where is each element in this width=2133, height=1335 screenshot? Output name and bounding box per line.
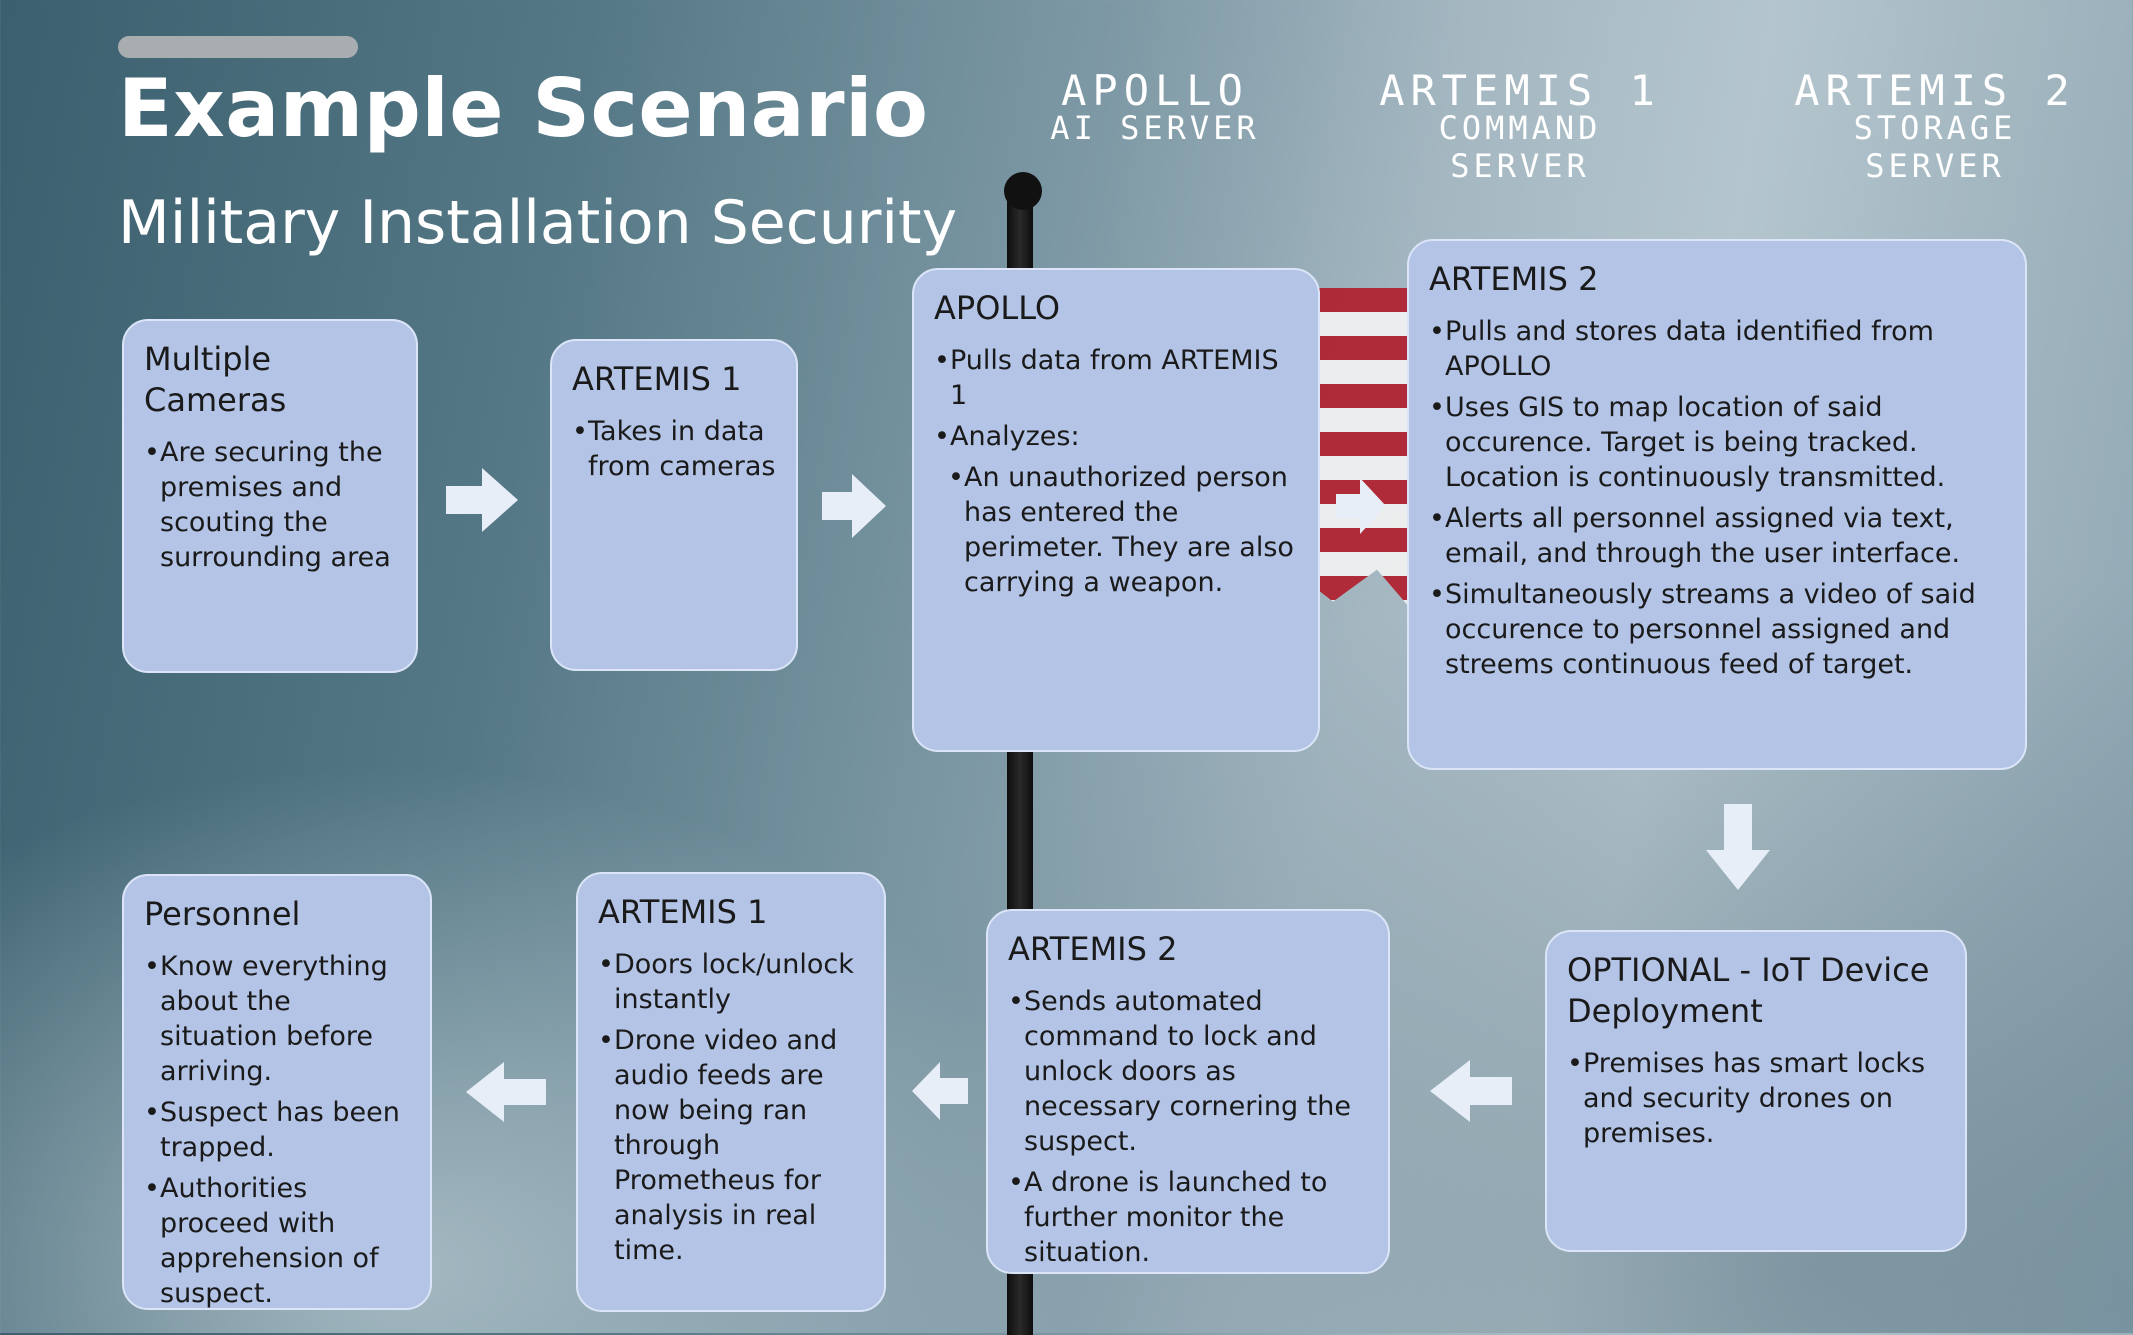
bullet-item: Uses GIS to map location of said occuren… — [1429, 390, 2007, 495]
slide-scrollbar[interactable] — [118, 36, 358, 58]
bullet-item: Sends automated command to lock and unlo… — [1008, 984, 1370, 1159]
node-multiple-cameras: Multiple Cameras Are securing the premis… — [122, 319, 418, 673]
bullet-item: Pulls data from ARTEMIS 1 — [934, 343, 1300, 413]
node-bullets: Pulls data from ARTEMIS 1 Analyzes: — [934, 343, 1300, 454]
node-artemis1-ingest: ARTEMIS 1 Takes in data from cameras — [550, 339, 798, 671]
bullet-item: Simultaneously streams a video of said o… — [1429, 577, 2007, 682]
node-title: Personnel — [144, 895, 301, 933]
arrow-right-icon — [1336, 478, 1386, 534]
bullet-item: Are securing the premises and scouting t… — [144, 435, 398, 575]
server-logo-apollo: APOLLO AI SERVER — [1040, 66, 1270, 147]
server-role: AI SERVER — [1050, 109, 1260, 147]
node-title: Multiple Cameras — [144, 340, 287, 419]
flagpole-finial — [1004, 172, 1042, 210]
bullet-item: Know everything about the situation befo… — [144, 949, 412, 1089]
arrow-left-icon — [466, 1062, 546, 1122]
arrow-right-icon — [822, 474, 886, 538]
server-name: ARTEMIS 1 — [1379, 66, 1661, 115]
node-title: APOLLO — [934, 289, 1061, 327]
node-title: OPTIONAL - IoT Device Deployment — [1567, 951, 1930, 1030]
bullet-item: A drone is launched to further monitor t… — [1008, 1165, 1370, 1270]
page-title: Example Scenario — [118, 62, 929, 155]
node-artemis2-lockdown: ARTEMIS 2 Sends automated command to loc… — [986, 909, 1390, 1274]
server-logo-artemis1: ARTEMIS 1 COMMAND SERVER — [1360, 66, 1680, 185]
node-bullets: Premises has smart locks and security dr… — [1567, 1046, 1947, 1151]
node-title: ARTEMIS 2 — [1429, 260, 1599, 298]
server-role: COMMAND SERVER — [1438, 109, 1602, 185]
node-artemis1-response: ARTEMIS 1 Doors lock/unlock instantly Dr… — [576, 872, 886, 1312]
bullet-item: Suspect has been trapped. — [144, 1095, 412, 1165]
arrow-left-icon — [1430, 1060, 1512, 1122]
bullet-item: Takes in data from cameras — [572, 414, 778, 484]
node-bullets: Doors lock/unlock instantly Drone video … — [598, 947, 866, 1268]
bullet-item: Authorities proceed with apprehension of… — [144, 1171, 412, 1311]
bullet-item: Doors lock/unlock instantly — [598, 947, 866, 1017]
node-artemis2-storage: ARTEMIS 2 Pulls and stores data identifi… — [1407, 239, 2027, 770]
arrow-left-icon — [912, 1062, 968, 1120]
server-role: STORAGE SERVER — [1853, 109, 2017, 185]
server-logo-artemis2: ARTEMIS 2 STORAGE SERVER — [1775, 66, 2095, 185]
node-bullets: Pulls and stores data identified from AP… — [1429, 314, 2007, 682]
node-sub-bullets: An unauthorized person has entered the p… — [948, 460, 1300, 600]
bullet-item: Premises has smart locks and security dr… — [1567, 1046, 1947, 1151]
node-title: ARTEMIS 1 — [598, 893, 768, 931]
node-personnel: Personnel Know everything about the situ… — [122, 874, 432, 1310]
page-subtitle: Military Installation Security — [118, 188, 958, 258]
sub-bullet-item: An unauthorized person has entered the p… — [948, 460, 1300, 600]
arrow-right-icon — [446, 468, 518, 532]
bullet-item: Drone video and audio feeds are now bein… — [598, 1023, 866, 1268]
node-bullets: Are securing the premises and scouting t… — [144, 435, 398, 575]
node-iot-deployment: OPTIONAL - IoT Device Deployment Premise… — [1545, 930, 1967, 1252]
node-apollo-analysis: APOLLO Pulls data from ARTEMIS 1 Analyze… — [912, 268, 1320, 752]
bullet-item: Analyzes: — [934, 419, 1300, 454]
bullet-item: Pulls and stores data identified from AP… — [1429, 314, 2007, 384]
arrow-down-icon — [1706, 804, 1770, 890]
bullet-item: Alerts all personnel assigned via text, … — [1429, 501, 2007, 571]
server-name: APOLLO — [1061, 66, 1249, 115]
node-bullets: Know everything about the situation befo… — [144, 949, 412, 1311]
node-bullets: Takes in data from cameras — [572, 414, 778, 484]
node-title: ARTEMIS 1 — [572, 360, 742, 398]
server-name: ARTEMIS 2 — [1794, 66, 2076, 115]
node-bullets: Sends automated command to lock and unlo… — [1008, 984, 1370, 1270]
node-title: ARTEMIS 2 — [1008, 930, 1178, 968]
